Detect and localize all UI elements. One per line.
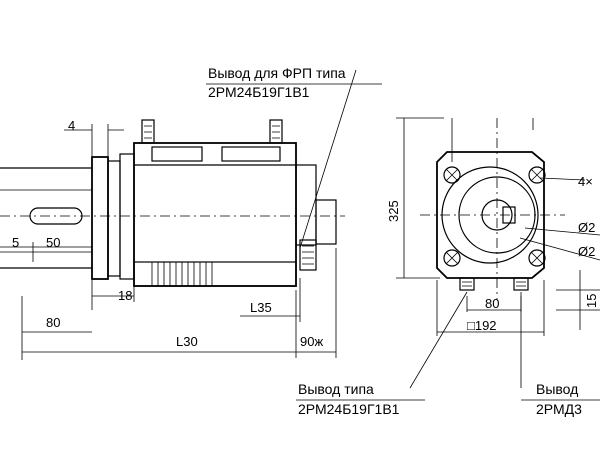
main-callout-type: 2РМ24Б19Г1В1 (298, 401, 400, 417)
end-view (420, 118, 565, 300)
shaft-keyway (29, 207, 83, 225)
dim-15-lines (556, 270, 600, 330)
shaft-outline (0, 167, 92, 269)
top-lug-right-marks (272, 125, 280, 139)
mount-hole-tl (443, 166, 461, 184)
dim-l30-lines (22, 248, 337, 358)
shaft-inner-lines (0, 189, 92, 248)
dim-l30: L30 (176, 334, 198, 349)
connector-left-marks (462, 281, 472, 287)
mount-hole-br (528, 249, 546, 267)
dim-80-lines (21, 296, 92, 360)
dim-50-lines (0, 242, 93, 262)
end-top-ext-lines (451, 118, 534, 162)
end-leaders-right (519, 177, 600, 261)
rear-boss (315, 199, 337, 245)
fin-lines (151, 262, 213, 286)
right-callout-type: 2РМД3 (536, 401, 582, 417)
dim-325-lines (396, 117, 444, 279)
bottom-fins (133, 261, 297, 287)
dim-192-lines (436, 280, 545, 336)
flange-ring (107, 160, 121, 277)
end-shield (119, 153, 135, 280)
end-dimensions (396, 117, 600, 389)
top-lug-right (269, 119, 283, 144)
top-lug-left (141, 119, 155, 144)
dim-325: 325 (386, 200, 401, 222)
dim-18-lines (91, 280, 135, 310)
frp-leader (299, 69, 357, 249)
dim-4: 4 (68, 118, 75, 133)
dim-l35: L35 (250, 300, 272, 315)
dim-192: □192 (467, 318, 497, 333)
dim-5: 5 (12, 235, 19, 250)
side-dimensions (0, 69, 357, 360)
dim-dia-1: Ø2 (578, 220, 595, 235)
connector-right (513, 277, 529, 291)
rear-cover (295, 164, 317, 246)
frp-connector (299, 239, 317, 271)
dim-90: 90ж (300, 334, 323, 349)
dim-18: 18 (118, 288, 132, 303)
dim-80-left: 80 (46, 315, 60, 330)
dim-dia-2: Ø2 (578, 244, 595, 259)
connector-left (459, 277, 475, 291)
dim-4-lines (64, 124, 124, 156)
dim-80-right: 80 (485, 296, 499, 311)
frp-callout-type: 2РМ24Б19Г1В1 (208, 84, 310, 100)
terminal-box-2 (221, 146, 281, 162)
top-lug-left-marks (144, 125, 152, 139)
mount-hole-crosses (445, 168, 544, 265)
right-callout-title: Вывод (536, 381, 578, 397)
connector-right-marks (516, 281, 526, 287)
dim-holes: 4× (578, 174, 593, 189)
frp-callout-title: Вывод для ФРП типа (208, 65, 346, 81)
terminal-box-1 (151, 146, 203, 162)
mount-hole-tr (528, 166, 546, 184)
frp-connector-marks (302, 245, 314, 265)
main-callout-title: Вывод типа (298, 381, 374, 397)
dim-50: 50 (46, 235, 60, 250)
dim-l35-lines (240, 278, 301, 322)
bottom-connector-leaders (409, 291, 522, 389)
front-flange (91, 156, 109, 280)
side-view (0, 119, 345, 287)
end-flange-outline (436, 151, 545, 279)
dim-15: 15 (584, 294, 599, 308)
mount-hole-bl (443, 249, 461, 267)
